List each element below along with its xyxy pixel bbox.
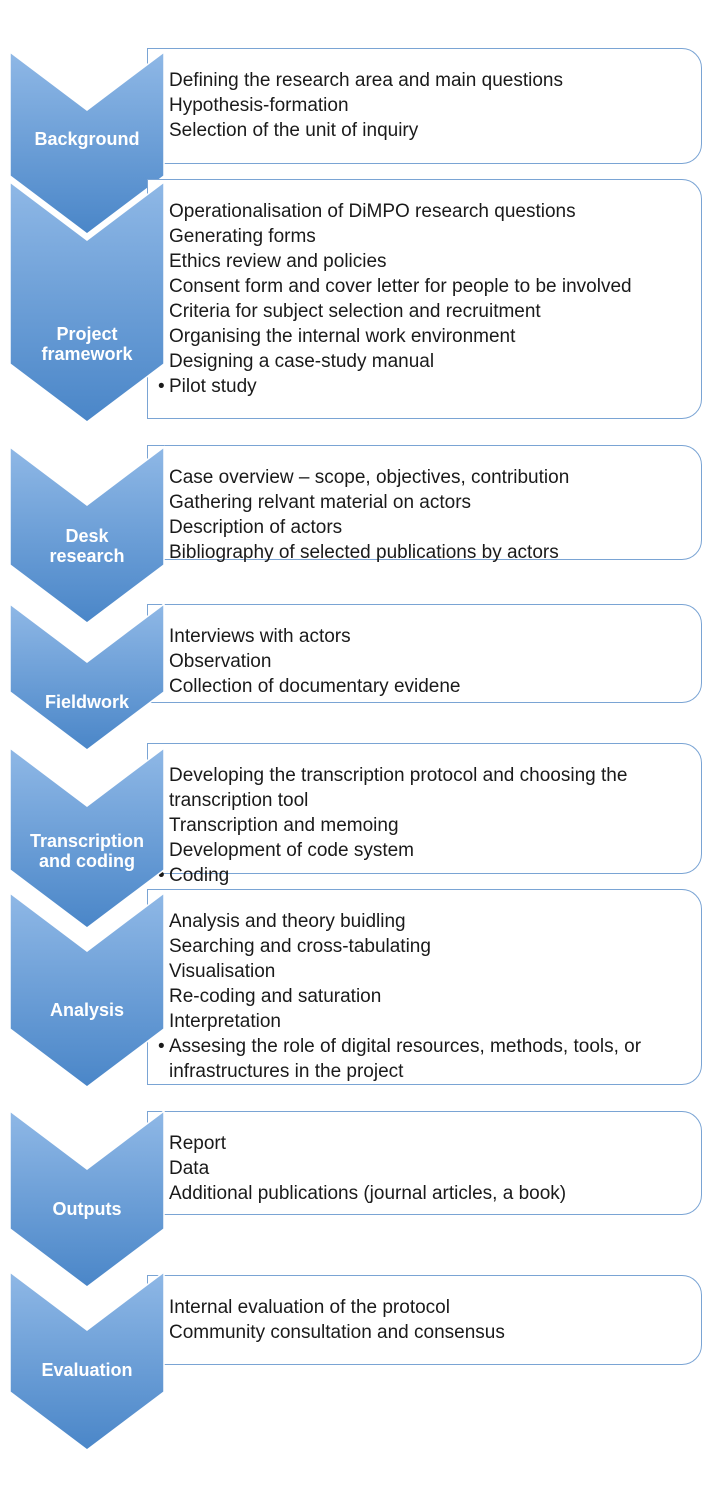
- stage-item: Data: [158, 1156, 693, 1181]
- stage-label: Project framework: [41, 324, 133, 364]
- stage-item-list: Operationalisation of DiMPO research que…: [158, 199, 693, 399]
- stage-item-list: Case overview – scope, objectives, contr…: [158, 465, 693, 565]
- stage-item: Coding: [158, 863, 693, 888]
- stage-chevron: Desk research: [9, 445, 165, 624]
- stage-item: Additional publications (journal article…: [158, 1181, 693, 1206]
- stage-item: Report: [158, 1131, 693, 1156]
- stage-item: Assesing the role of digital resources, …: [158, 1034, 693, 1084]
- stage-item: Searching and cross-tabulating: [158, 934, 693, 959]
- stage-item: Interpretation: [158, 1009, 693, 1034]
- chevron-shape: [9, 1270, 165, 1451]
- stage-item: Defining the research area and main ques…: [158, 68, 693, 93]
- chevron-shape: [9, 180, 165, 423]
- stage-chevron: Outputs: [9, 1109, 165, 1288]
- stage-details-box: Operationalisation of DiMPO research que…: [147, 179, 702, 419]
- stage-details-box: Interviews with actorsObservationCollect…: [147, 604, 702, 703]
- stage-item: Organising the internal work environment: [158, 324, 693, 349]
- stage-item-list: Interviews with actorsObservationCollect…: [158, 624, 693, 699]
- stage-item: Observation: [158, 649, 693, 674]
- stage-item: Development of code system: [158, 838, 693, 863]
- stage-item-list: Defining the research area and main ques…: [158, 68, 693, 143]
- stage-chevron: Background: [9, 50, 165, 235]
- stage-details-box: Defining the research area and main ques…: [147, 48, 702, 164]
- chevron-shape: [9, 602, 165, 751]
- chevron-shape: [9, 1109, 165, 1288]
- stage-item-list: Analysis and theory buidlingSearching an…: [158, 909, 693, 1084]
- stage-details-box: Case overview – scope, objectives, contr…: [147, 445, 702, 565]
- stage-details-box: Developing the transcription protocol an…: [147, 743, 702, 888]
- stage-label: Evaluation: [41, 1360, 133, 1380]
- stage-label: Desk research: [49, 526, 125, 566]
- stage-label: Outputs: [52, 1199, 122, 1219]
- stage-chevron: Transcription and coding: [9, 746, 165, 929]
- stage-item-list: ReportDataAdditional publications (journ…: [158, 1131, 693, 1206]
- stage-label: Fieldwork: [44, 692, 129, 712]
- stage-item: Selection of the unit of inquiry: [158, 118, 693, 143]
- stage-item: Community consultation and consensus: [158, 1320, 693, 1345]
- stage-label: Background: [34, 129, 140, 149]
- stage-item: Transcription and memoing: [158, 813, 693, 838]
- stage-details-box: Internal evaluation of the protocolCommu…: [147, 1275, 702, 1365]
- stage-chevron: Evaluation: [9, 1270, 165, 1451]
- stage-item: Re-coding and saturation: [158, 984, 693, 1009]
- stage-item: Case overview – scope, objectives, contr…: [158, 465, 693, 490]
- stage-item: Designing a case-study manual: [158, 349, 693, 374]
- stage-item: Developing the transcription protocol an…: [158, 763, 693, 813]
- stage-item-list: Internal evaluation of the protocolCommu…: [158, 1295, 693, 1345]
- stage-item: Collection of documentary evidene: [158, 674, 693, 699]
- stage-chevron: Fieldwork: [9, 602, 165, 751]
- stage-item: Description of actors: [158, 515, 693, 540]
- stage-item: Interviews with actors: [158, 624, 693, 649]
- stage-item: Analysis and theory buidling: [158, 909, 693, 934]
- stage-label: Analysis: [49, 1000, 125, 1020]
- stage-item: Pilot study: [158, 374, 693, 399]
- chevron-shape: [9, 891, 165, 1088]
- stage-details-box: ReportDataAdditional publications (journ…: [147, 1111, 702, 1215]
- stage-chevron: Project framework: [9, 180, 165, 423]
- stage-item: Internal evaluation of the protocol: [158, 1295, 693, 1320]
- stage-item: Consent form and cover letter for people…: [158, 274, 693, 299]
- stage-item: Operationalisation of DiMPO research que…: [158, 199, 693, 224]
- stage-item: Ethics review and policies: [158, 249, 693, 274]
- stage-item-list: Developing the transcription protocol an…: [158, 763, 693, 888]
- chevron-shape: [9, 50, 165, 235]
- chevron-shape: [9, 445, 165, 624]
- stage-details-box: Analysis and theory buidlingSearching an…: [147, 889, 702, 1085]
- stage-item: Criteria for subject selection and recru…: [158, 299, 693, 324]
- stage-item: Gathering relvant material on actors: [158, 490, 693, 515]
- stage-item: Hypothesis-formation: [158, 93, 693, 118]
- stage-item: Bibliography of selected publications by…: [158, 540, 693, 565]
- stage-chevron: Analysis: [9, 891, 165, 1088]
- stage-item: Visualisation: [158, 959, 693, 984]
- stage-label: Transcription and coding: [29, 831, 145, 871]
- chevron-shape: [9, 746, 165, 929]
- stage-item: Generating forms: [158, 224, 693, 249]
